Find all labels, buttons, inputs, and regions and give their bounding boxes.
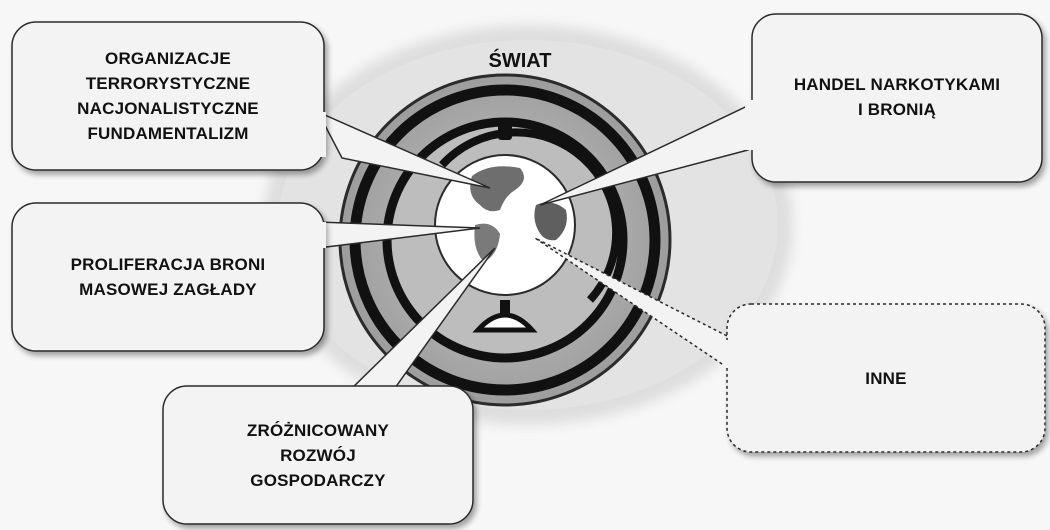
- box-proliferation-label: PROLIFERACJA BRONI MASOWEJ ZAGŁADY: [18, 210, 318, 344]
- diagram-title: ŚWIAT: [440, 50, 600, 73]
- box-trade-label: HANDEL NARKOTYKAMI I BRONIĄ: [758, 22, 1036, 172]
- box-development-label: ZRÓŻNICOWANY ROZWÓJ GOSPODARCZY: [168, 392, 468, 518]
- box-other-label: INNE: [733, 310, 1039, 446]
- box-terror-label: ORGANIZACJE TERRORYSTYCZNE NACJONALISTYC…: [18, 28, 318, 164]
